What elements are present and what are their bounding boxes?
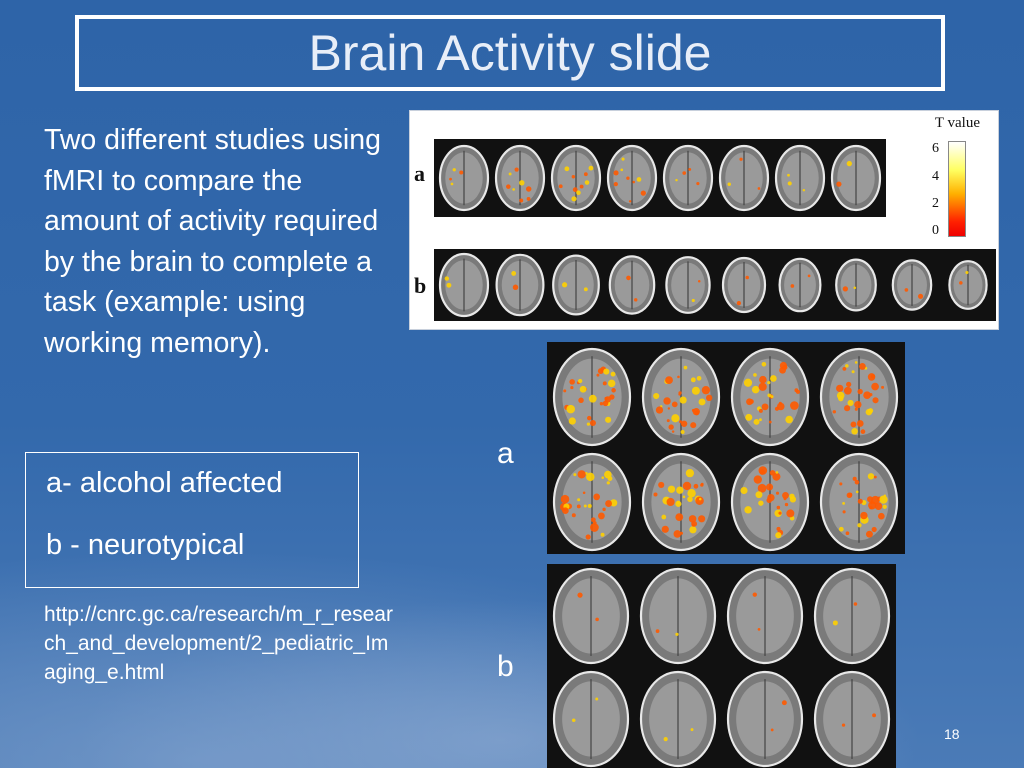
colorbar-tick: 4 [932,169,939,184]
scan-grid-b-image [552,567,891,768]
brain-slice [494,144,546,212]
colorbar-tick: 2 [932,196,939,211]
scan-row-b [434,249,996,321]
brain-slice [948,260,988,310]
slide-title: Brain Activity slide [308,25,712,81]
brain-slice [813,670,891,768]
legend-line-b: b - neurotypical [46,529,245,561]
colorbar-tick: 6 [932,141,939,156]
brain-slice [495,253,545,317]
title-frame: Brain Activity slide [75,15,945,91]
brain-slice [721,256,767,314]
scan-row-a-image [438,144,882,212]
top-scan-figure: a b T value 6 4 2 0 [409,110,999,330]
brain-slice [830,144,882,212]
body-text: Two different studies using fMRI to comp… [44,124,381,359]
brain-slice [730,347,810,447]
source-link[interactable]: http://cnrc.gc.ca/research/m_r_research_… [44,603,393,684]
scan-row-b-image [438,252,988,318]
row-label-b: b [414,273,427,298]
brain-slice [639,567,717,665]
brain-slice [778,257,822,313]
brain-slice [730,452,810,552]
brain-slice [552,567,630,665]
scan-row-a [434,139,886,217]
brain-slice [552,254,600,316]
brain-slice [819,452,899,552]
scan-grid-a [547,342,905,554]
brain-slice [438,144,490,212]
brain-slice [891,259,933,311]
brain-slice [665,256,711,314]
brain-slice [813,567,891,665]
brain-slice [774,144,826,212]
legend-line-a: a- alcohol affected [46,467,283,499]
brain-slice [819,347,899,447]
figure-label-b: b [497,650,514,683]
brain-slice [552,347,632,447]
brain-slice [639,670,717,768]
brain-slice [726,567,804,665]
row-label-a: a [414,161,425,186]
brain-slice [552,452,632,552]
brain-slice [641,452,721,552]
colorbar-tick: 0 [932,223,939,238]
brain-slice [641,347,721,447]
colorbar [948,141,966,237]
brain-slice [835,258,877,312]
brain-slice [608,255,656,315]
brain-slice [550,144,602,212]
brain-slice [606,144,658,212]
brain-slice [552,670,630,768]
brain-slice [438,252,490,318]
brain-slice [726,670,804,768]
figure-label-a: a [497,437,514,470]
slide-number: 18 [944,726,960,742]
scan-grid-b [547,564,896,768]
legend-box: a- alcohol affected b - neurotypical [25,452,359,588]
colorbar-title: T value [934,115,980,131]
brain-slice [718,144,770,212]
scan-grid-a-image [552,347,899,552]
brain-slice [662,144,714,212]
